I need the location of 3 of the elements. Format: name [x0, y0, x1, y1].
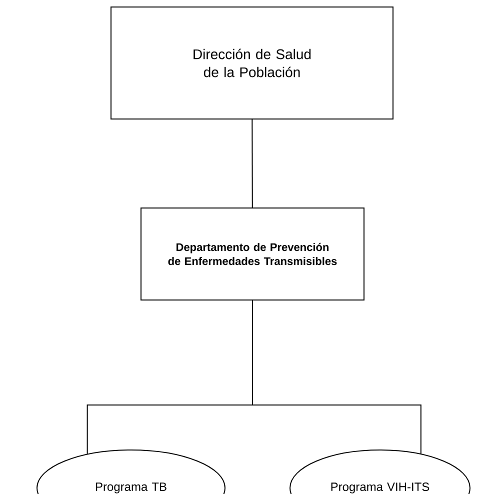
org-box: Dirección de Salud de la Población: [110, 6, 394, 120]
org-box: Departamento de Prevención de Enfermedades Transmisibles: [140, 207, 364, 300]
connector-line: [252, 118, 253, 208]
